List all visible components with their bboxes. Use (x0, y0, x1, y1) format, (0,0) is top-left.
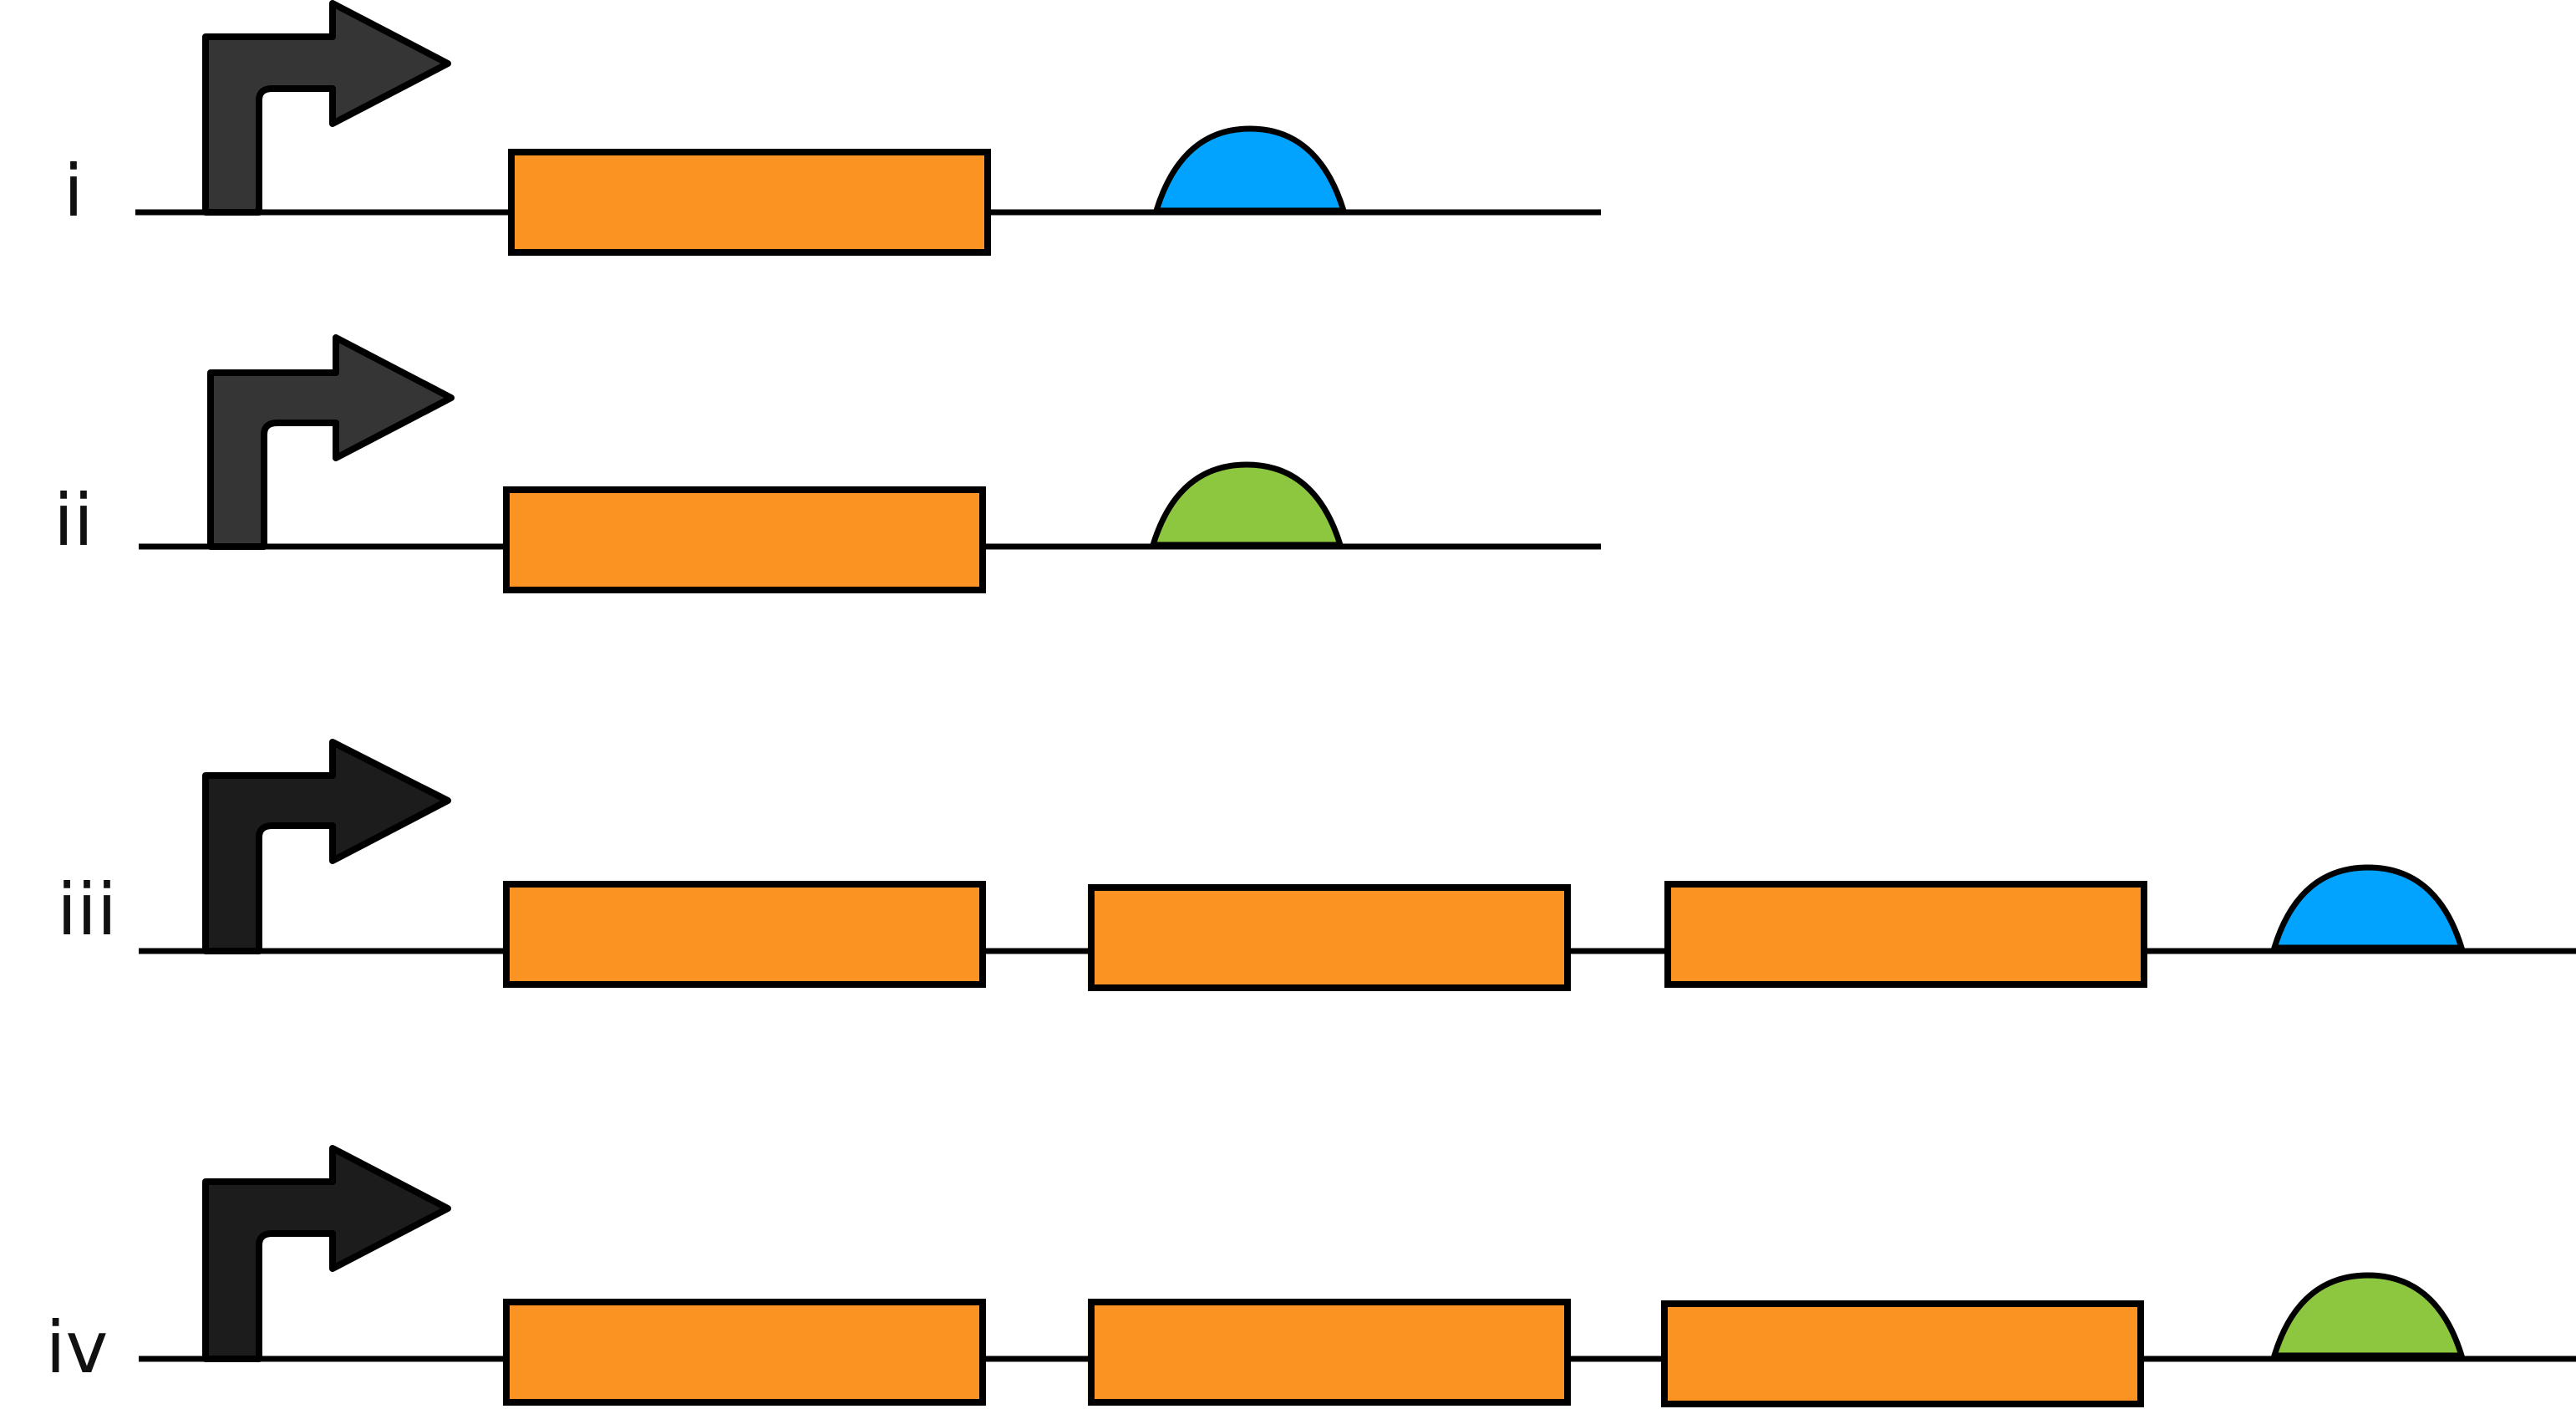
cds-box (1664, 881, 2147, 988)
row-label: iii (57, 868, 117, 952)
cds-box (1088, 1299, 1571, 1406)
construct-row-ii: ii (53, 334, 1601, 593)
terminator-blue-icon (1152, 125, 1348, 214)
terminator-green-icon (2270, 1272, 2466, 1359)
promoter-arrow-icon (202, 0, 451, 216)
cds-box (1661, 1300, 2144, 1407)
cds-box (503, 486, 986, 593)
cds-box (1088, 884, 1571, 991)
cds-box (503, 881, 986, 988)
terminator-green-icon (1149, 461, 1344, 548)
promoter-arrow-icon (207, 334, 455, 550)
promoter-arrow-icon (202, 739, 451, 954)
promoter-arrow-icon (202, 1145, 451, 1362)
construct-row-iv: iv (46, 1145, 2576, 1407)
row-label: i (64, 150, 84, 233)
construct-row-iii: iii (57, 739, 2576, 991)
row-label: ii (53, 479, 94, 562)
construct-row-i: i (64, 0, 1601, 256)
terminator-blue-icon (2270, 864, 2466, 951)
cds-box (508, 149, 991, 256)
row-label: iv (46, 1306, 109, 1390)
cds-box (503, 1299, 986, 1406)
